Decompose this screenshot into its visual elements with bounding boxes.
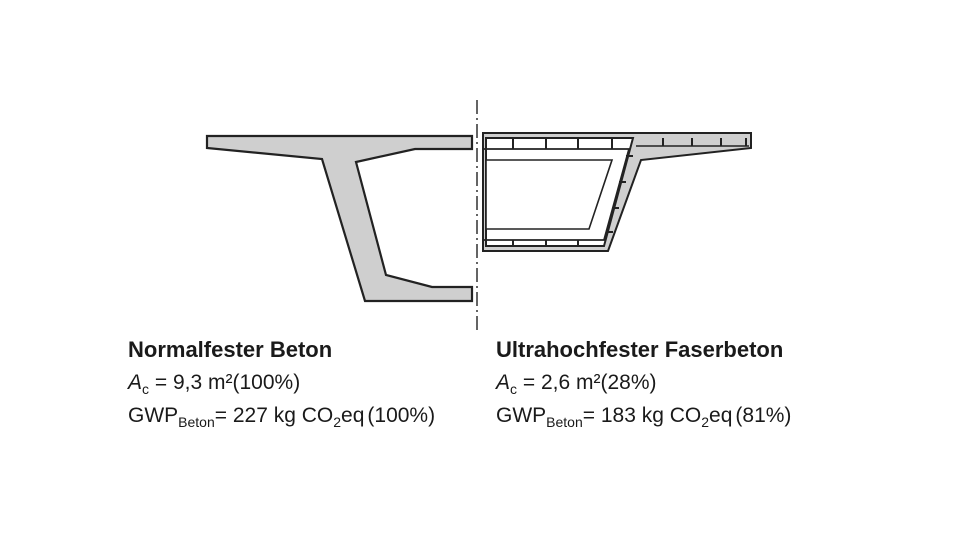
uhpfrc-web-ribs <box>606 155 633 233</box>
uhpfrc-area: Ac = 2,6 m²(28%) <box>496 371 657 397</box>
normal-concrete-section <box>205 134 474 303</box>
normal-concrete-area: Ac = 9,3 m²(100%) <box>128 371 301 397</box>
normal-concrete-gwp: GWPBeton= 227 kg CO2eq(100%) <box>128 404 436 430</box>
uhpfrc-bottom-ribs <box>512 240 579 247</box>
uhpfrc-top-ribs <box>512 138 747 149</box>
normal-concrete-title: Normalfester Beton <box>128 337 333 362</box>
normal-concrete-caption: Normalfester Beton Ac = 9,3 m²(100%) GWP… <box>128 337 436 430</box>
uhpfrc-inner-box <box>483 148 631 241</box>
uhpfrc-inner-void <box>485 159 614 230</box>
uhpfrc-section <box>482 132 752 252</box>
normal-concrete-shape <box>205 134 474 303</box>
uhpfrc-gwp: GWPBeton= 183 kg CO2eq(81%) <box>496 404 792 430</box>
uhpfrc-caption: Ultrahochfester Faserbeton Ac = 2,6 m²(2… <box>496 337 792 430</box>
uhpfrc-title: Ultrahochfester Faserbeton <box>496 337 784 362</box>
